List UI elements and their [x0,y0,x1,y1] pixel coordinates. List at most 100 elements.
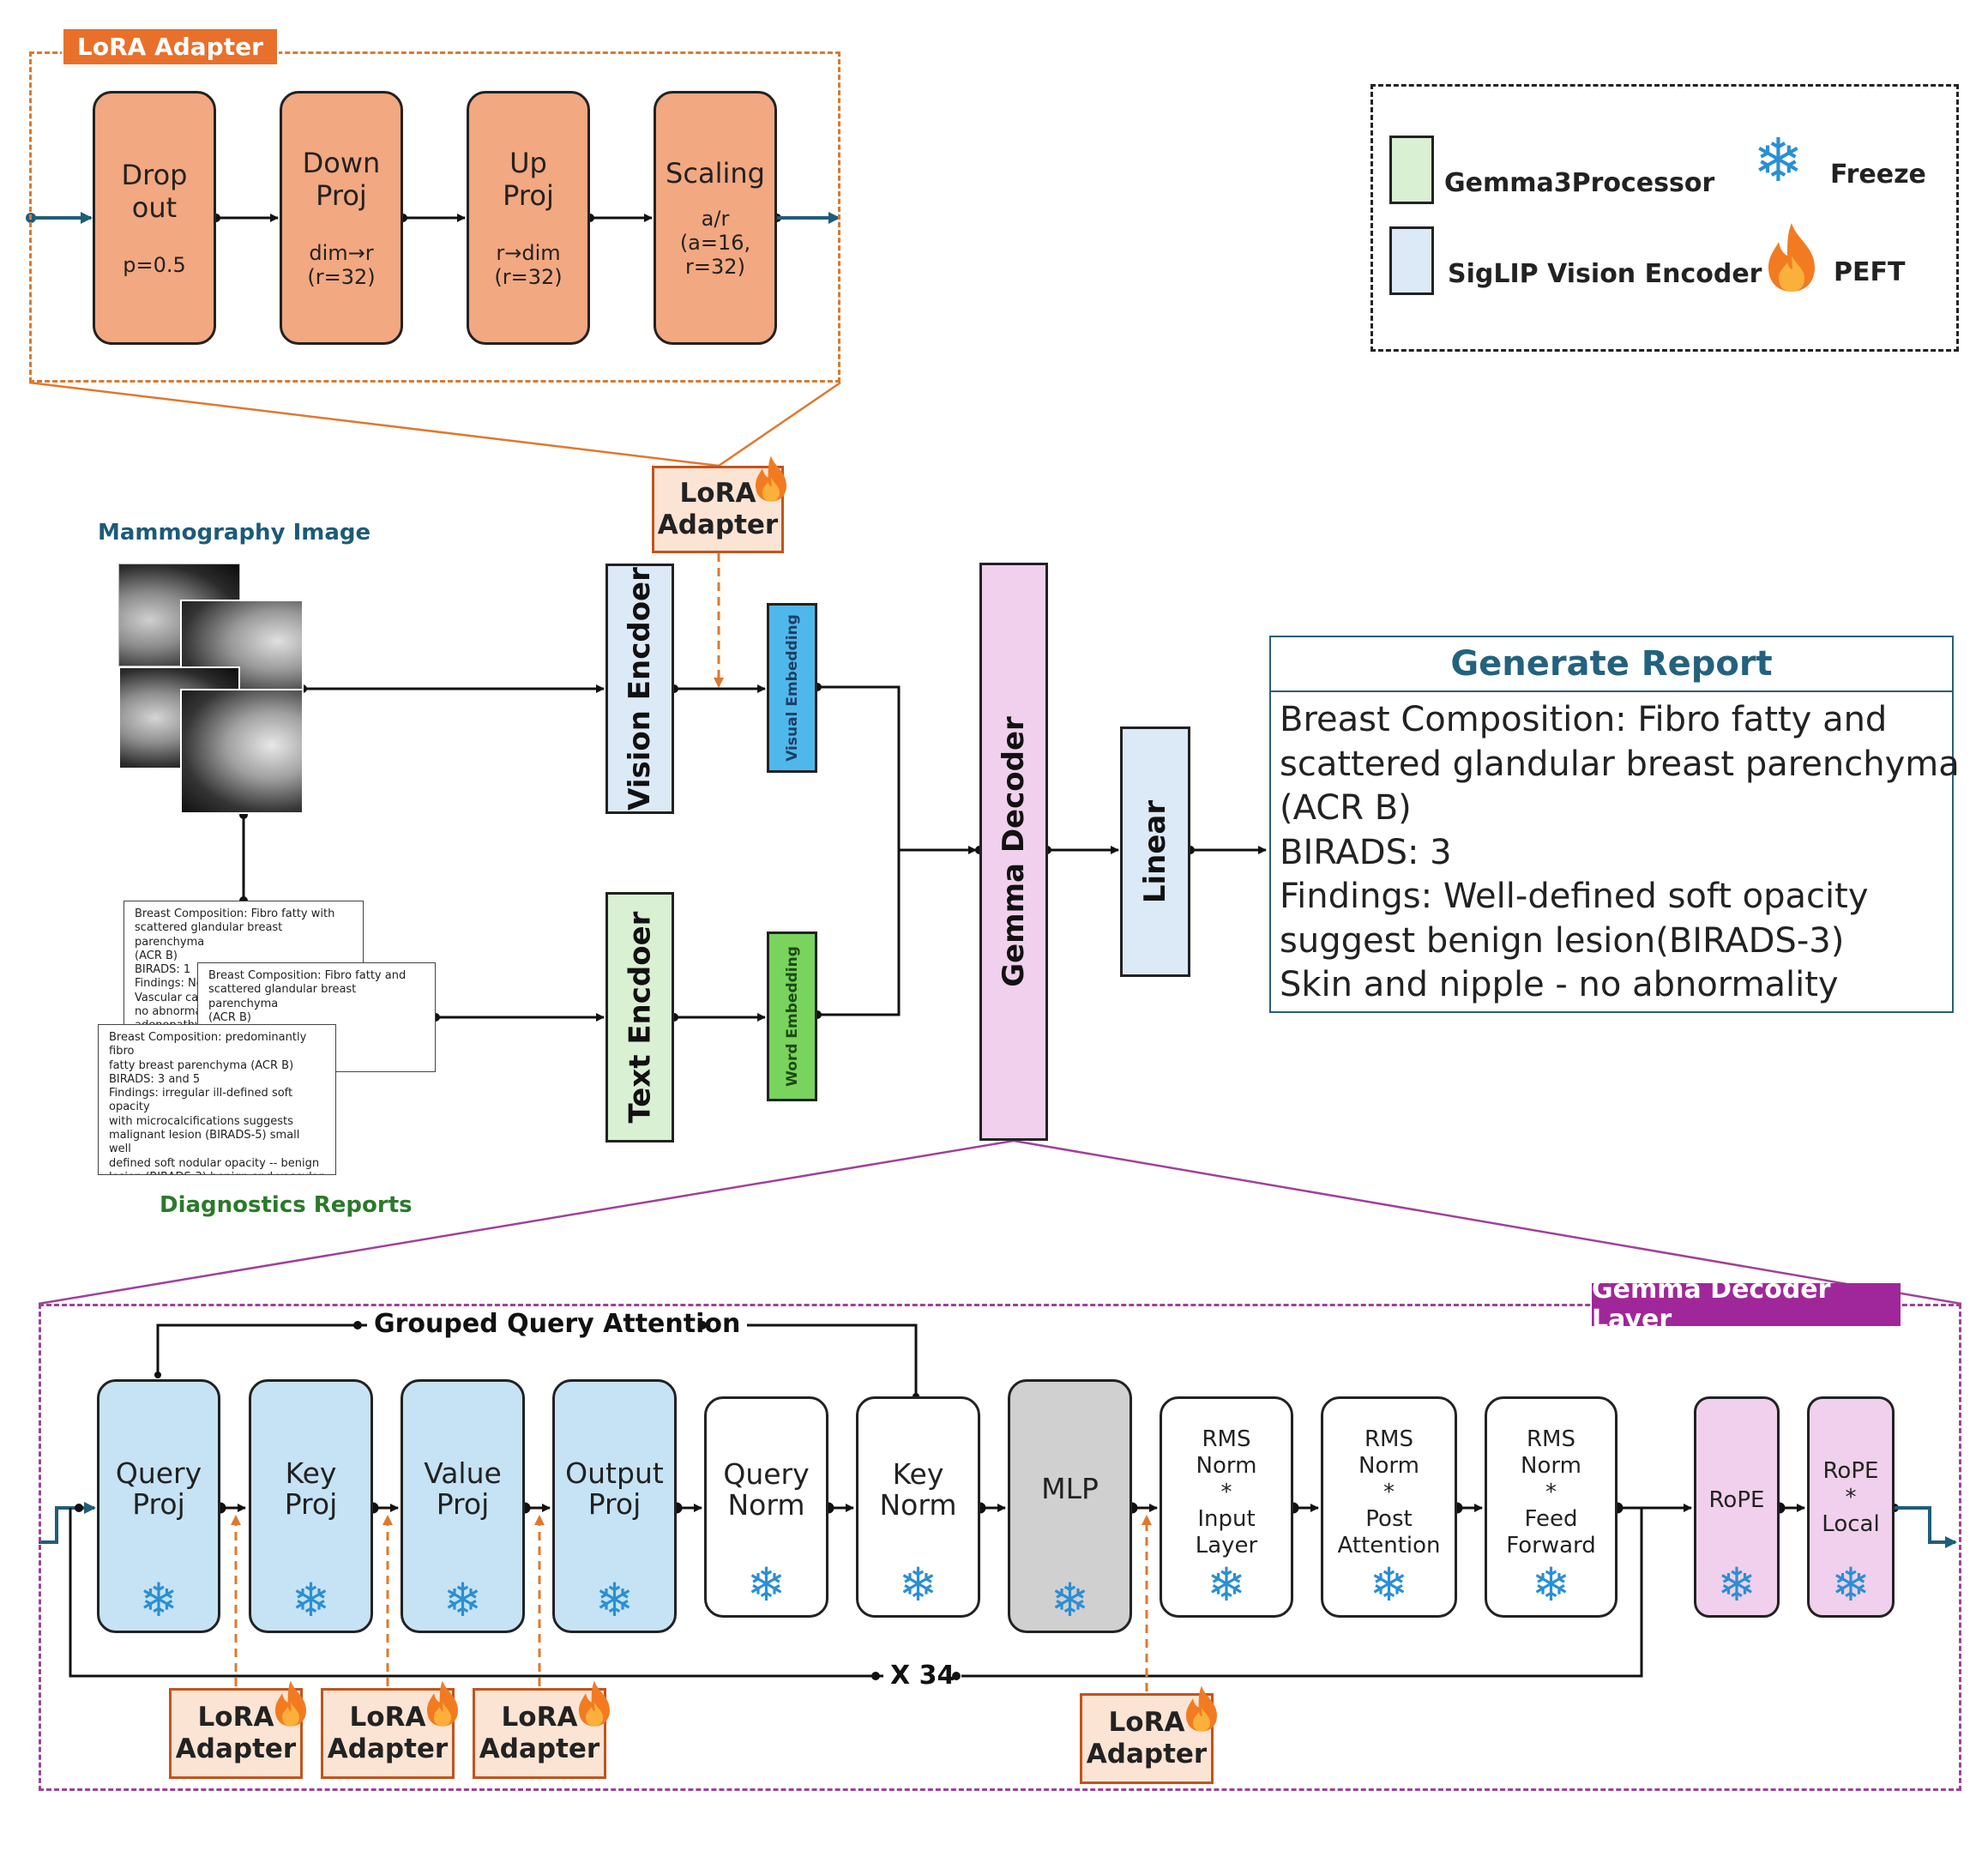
flame-icon [1768,223,1815,292]
up-proj-title: Up Proj [503,147,554,212]
mammogram-thumb-4 [180,689,304,814]
repeat-dot [871,1672,880,1680]
block-label: Output Proj [565,1456,664,1521]
snowflake-icon: ❄ [1717,1558,1756,1612]
key-proj-block: Key Proj ❄ [249,1379,373,1633]
vision-encoder-swatch [1389,226,1434,295]
snowflake-icon: ❄ [1369,1558,1409,1612]
block-label: Key Norm [879,1457,957,1522]
lora-adapter-label: LoRA Adapter [479,1702,600,1764]
snowflake-icon: ❄ [1207,1558,1246,1612]
flame-icon [756,455,786,502]
snowflake-icon: ❄ [139,1573,178,1627]
report-line: Breast Composition: Fibro fatty and [1280,700,1888,739]
value-proj-block: Value Proj ❄ [401,1379,525,1633]
legend-processor-label: Gemma3Processor [1444,168,1715,198]
vision-encoder-label: Vision Encdoer [623,567,657,811]
repeat-label: X 34 [883,1661,962,1691]
key-norm-block: Key Norm ❄ [856,1396,980,1618]
lora-adapter-label: LoRA Adapter [327,1702,449,1764]
report-document-3: Breast Composition: predominantly fibro … [98,1024,336,1175]
output-proj-block: Output Proj ❄ [552,1379,677,1633]
processor-swatch [1389,136,1434,204]
flame-icon [1186,1685,1217,1732]
gqa-dot [698,1321,707,1329]
dropout-param: p=0.5 [123,253,186,277]
scaling-title: Scaling [666,157,765,190]
mammography-image [118,564,304,814]
block-label: RoPE [1708,1486,1765,1513]
legend-vision-encoder-label: SigLIP Vision Encoder [1448,259,1762,289]
snowflake-icon: ❄ [1531,1558,1571,1612]
report-line: BIRADS: 3 [1280,832,1452,872]
legend-freeze-label: Freeze [1830,160,1926,190]
linear-label: Linear [1138,799,1173,904]
repeat-dot [952,1672,961,1680]
block-label: RMS Norm * Input Layer [1195,1426,1258,1558]
vision-encoder: Vision Encdoer [605,564,674,814]
generated-report: Generate Report Breast Composition: Fibr… [1269,636,1960,1013]
word-embedding: Word Embedding [767,931,817,1101]
flame-icon [427,1680,458,1727]
report-line: Findings: Well-defined soft opacity [1280,877,1869,916]
block-label: Query Norm [723,1457,810,1522]
report-line: scattered glandular breast parenchyma [1280,744,1960,784]
mlp-block: MLP ❄ [1008,1379,1132,1633]
report-title: Generate Report [1271,637,1952,692]
snowflake-icon: ❄ [1753,125,1804,196]
block-label: MLP [1041,1472,1099,1505]
snowflake-icon: ❄ [1050,1573,1090,1627]
lora-adapter-detail-tag: LoRA Adapter [62,27,279,66]
gqa-label: Grouped Query Attention [367,1309,748,1339]
scaling-block: Scaling a/r (a=16, r=32) [654,91,777,345]
snowflake-icon: ❄ [898,1558,938,1612]
word-embedding-label: Word Embedding [783,946,801,1087]
lora-adapter-vision-label: LoRA Adapter [657,478,779,540]
rope-block: RoPE ❄ [1694,1396,1780,1618]
block-label: Value Proj [424,1456,502,1521]
lora-adapter-key: LoRA Adapter [321,1688,455,1779]
snowflake-icon: ❄ [443,1573,483,1627]
lora-adapter-label: LoRA Adapter [1086,1707,1208,1769]
snowflake-icon: ❄ [746,1558,786,1612]
down-proj-param: dim→r (r=32) [307,241,376,289]
block-label: Key Proj [284,1456,338,1521]
rms-norm-input-block: RMS Norm * Input Layer ❄ [1160,1396,1293,1618]
rms-norm-post-attention-block: RMS Norm * Post Attention ❄ [1321,1396,1457,1618]
legend-peft-label: PEFT [1834,257,1906,287]
diagnostics-label: Diagnostics Reports [160,1192,413,1218]
text-encoder: Text Encdoer [605,892,674,1142]
report-line: Skin and nipple - no abnormality [1280,965,1839,1004]
decoder-layer-tag: Gemma Decoder Layer [1592,1275,1901,1335]
dropout-title: Drop out [121,159,188,224]
block-label: RoPE * Local [1822,1457,1880,1537]
up-proj-block: Up Proj r→dim (r=32) [467,91,590,345]
rope-local-block: RoPE * Local ❄ [1807,1396,1895,1618]
linear-layer: Linear [1120,726,1190,977]
block-label: RMS Norm * Feed Forward [1506,1426,1596,1558]
flame-icon [579,1680,610,1727]
query-norm-block: Query Norm ❄ [704,1396,828,1618]
gqa-dot [353,1321,362,1329]
flame-icon [275,1680,306,1727]
legend [1371,84,1959,352]
block-label: Query Proj [115,1456,202,1521]
decoder-layer-frame [39,1304,1961,1791]
text-encoder-label: Text Encdoer [623,911,657,1124]
down-proj-title: Down Proj [302,147,381,212]
down-proj-block: Down Proj dim→r (r=32) [280,91,403,345]
visual-embedding: Visual Embedding [767,603,817,773]
snowflake-icon: ❄ [1831,1558,1871,1612]
snowflake-icon: ❄ [594,1573,635,1627]
rms-norm-feed-forward-block: RMS Norm * Feed Forward ❄ [1485,1396,1618,1618]
scaling-param: a/r (a=16, r=32) [679,207,751,279]
report-line: (ACR B) [1280,788,1412,828]
lora-adapter-label: LoRA Adapter [175,1702,297,1764]
snowflake-icon: ❄ [291,1573,331,1627]
visual-embedding-label: Visual Embedding [783,614,801,762]
mammography-label: Mammography Image [98,520,371,546]
dropout-block: Drop out p=0.5 [93,91,216,345]
up-proj-param: r→dim (r=32) [494,241,563,289]
report-line: suggest benign lesion(BIRADS-3) [1280,920,1845,961]
lora-adapter-detail-frame [29,51,840,383]
